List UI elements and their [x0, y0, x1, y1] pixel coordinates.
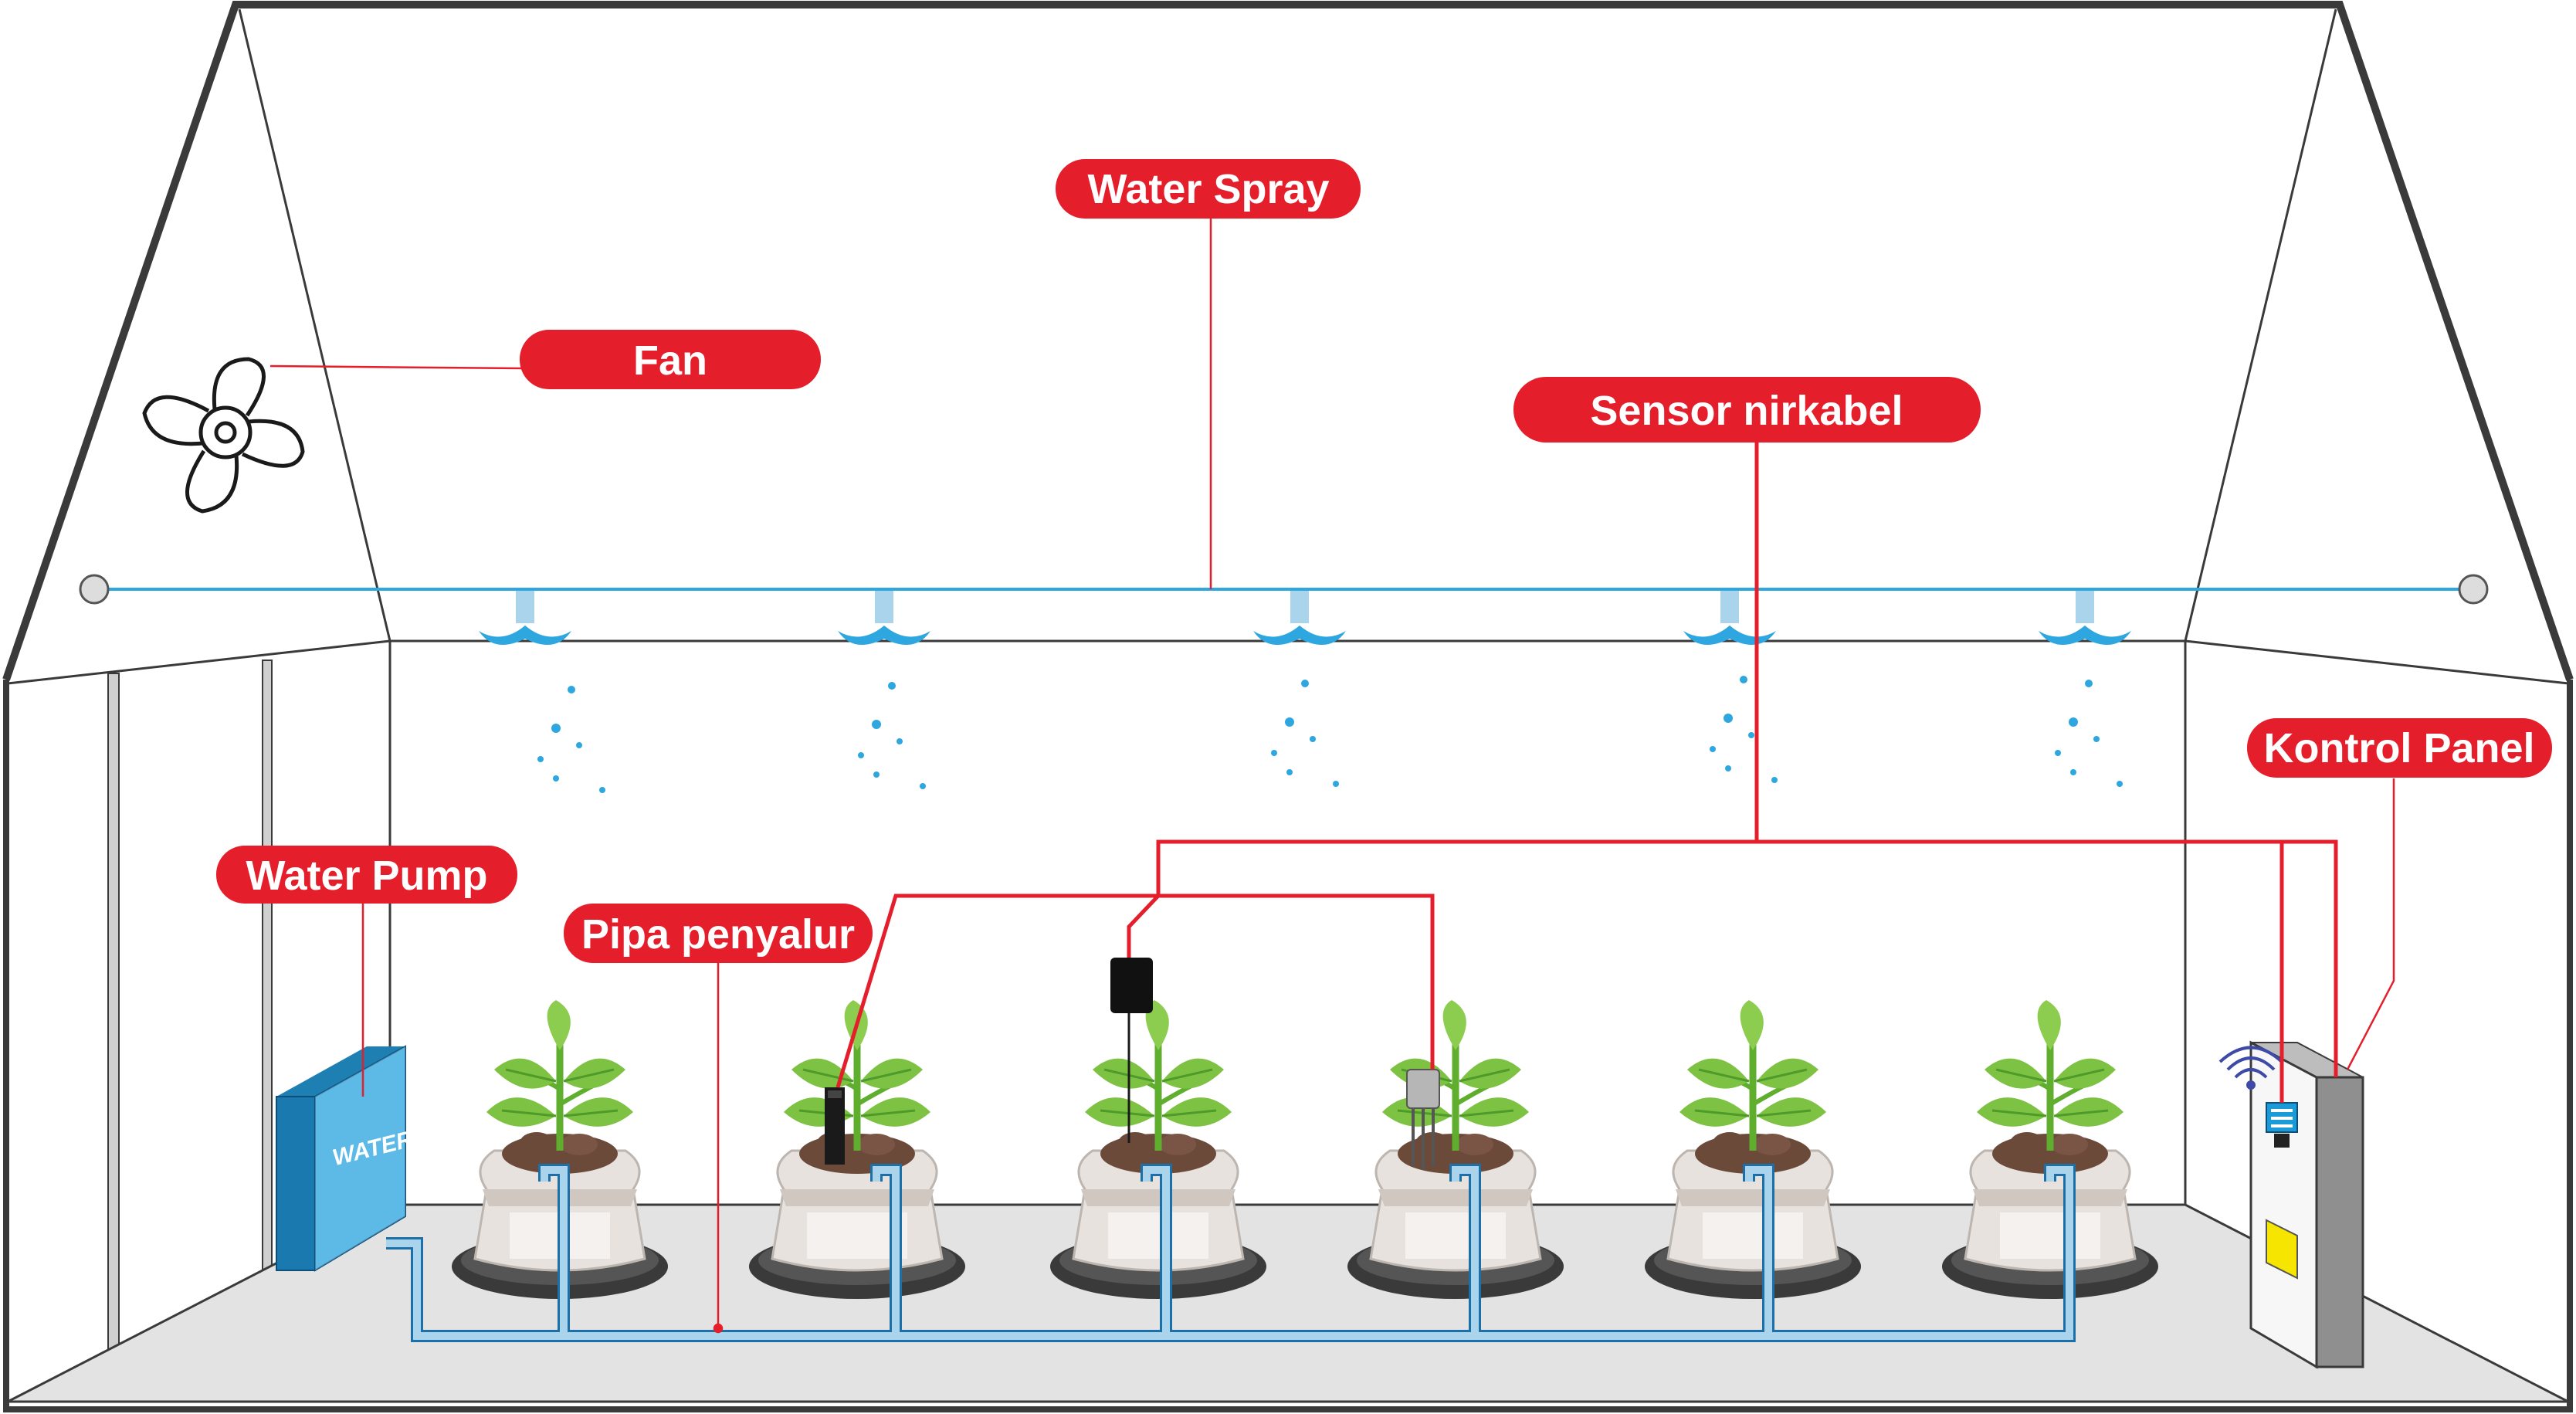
svg-text:Fan: Fan	[633, 337, 707, 384]
svg-text:Water Pump: Water Pump	[246, 853, 487, 899]
label-fan: Fan	[520, 330, 821, 389]
wifi-icon	[2218, 1046, 2283, 1090]
label-pipe: Pipa penyalur	[564, 904, 873, 963]
control-panel	[2218, 1040, 2364, 1369]
greenhouse-floor	[7, 1203, 2569, 1403]
svg-text:Kontrol Panel: Kontrol Panel	[2263, 725, 2534, 771]
plant-pot	[1645, 1000, 1861, 1299]
spray-nozzle-icon	[1252, 589, 1347, 646]
leader-lines	[269, 219, 2395, 1334]
plant-pot	[749, 1000, 965, 1299]
warning-sticker-icon	[2266, 1219, 2298, 1280]
fan-icon	[142, 357, 305, 514]
label-water-pump: Water Pump	[216, 846, 517, 904]
wireless-probe-sensor	[1406, 1069, 1440, 1170]
spray-nozzle-icon	[1682, 589, 1778, 646]
water-tank: WATER	[276, 1045, 416, 1272]
spray-nozzles	[477, 589, 2133, 646]
plant-pot	[1942, 1000, 2158, 1299]
temperature-humidity-sensor-icon	[2266, 1102, 2298, 1148]
spray-nozzle-icon	[836, 589, 932, 646]
plant-pot	[1050, 1000, 1266, 1299]
hanging-sensor	[1110, 958, 1153, 1143]
label-water-spray: Water Spray	[1056, 159, 1361, 219]
svg-text:Sensor nirkabel: Sensor nirkabel	[1590, 388, 1903, 434]
irrigation-pipe	[386, 1164, 2076, 1342]
spray-pipe	[79, 574, 2489, 605]
soil-sensor-icon	[825, 1087, 845, 1165]
water-drops	[537, 676, 2123, 793]
plant-pot	[1347, 1000, 1564, 1299]
spray-nozzle-icon	[2037, 589, 2133, 646]
label-control-panel: Kontrol Panel	[2247, 718, 2552, 778]
svg-text:Pipa penyalur: Pipa penyalur	[581, 911, 855, 958]
svg-text:Water Spray: Water Spray	[1087, 166, 1329, 212]
sensor-wiring	[836, 440, 2338, 1103]
label-sensor: Sensor nirkabel	[1513, 377, 1981, 443]
spray-nozzle-icon	[477, 589, 573, 646]
